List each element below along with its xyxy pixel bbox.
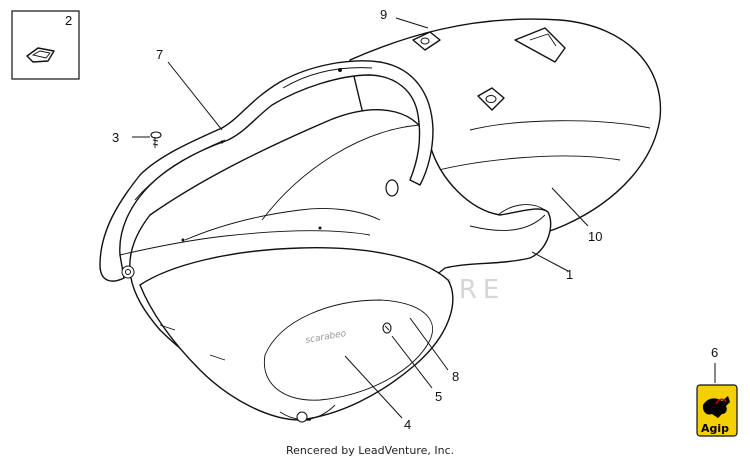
callout-6: 6 [711,345,718,360]
part-5-emblem[interactable] [382,322,392,334]
part-3-screw[interactable] [150,131,162,148]
part-2-inset[interactable] [11,10,80,80]
callout-10: 10 [588,229,602,244]
callout-8: 8 [452,369,459,384]
part-6-agip-decal[interactable]: Agip [696,384,738,437]
fender-rear-hole [477,87,505,111]
part-7-frame-rim[interactable] [99,60,434,282]
credit-text: Rencered by LeadVenture, Inc. [286,444,454,457]
callout-1: 1 [566,267,573,282]
part-4-side-panel[interactable]: scarabeo [139,247,454,423]
fender-mount-hole [412,31,441,51]
callout-7: 7 [156,47,163,62]
leader-lines [132,17,716,419]
callout-4: 4 [404,417,411,432]
callout-2: 2 [65,13,72,28]
callout-3: 3 [112,130,119,145]
agip-logo-text: Agip [701,422,729,435]
fender-slot [514,27,566,63]
callout-9: 9 [380,7,387,22]
callout-5: 5 [435,389,442,404]
dog-logo-icon [702,396,730,418]
